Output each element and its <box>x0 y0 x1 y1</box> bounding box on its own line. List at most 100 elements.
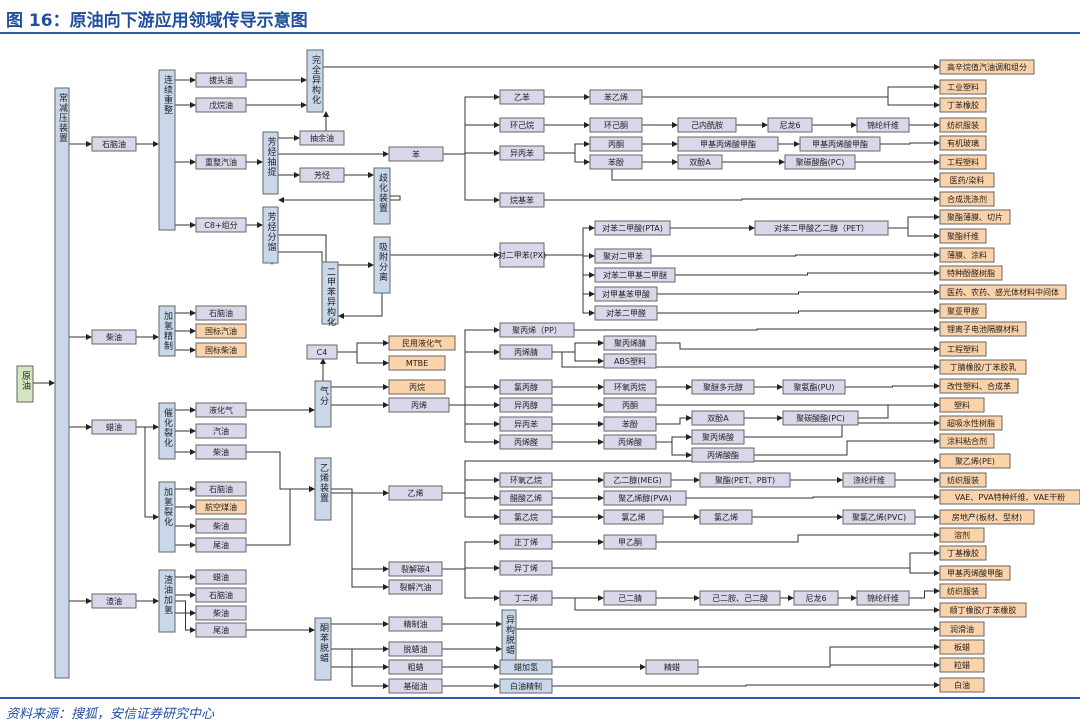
flow-arrow <box>449 384 500 406</box>
node-box <box>603 509 664 525</box>
node-label: 房地产(板材、型材) <box>952 512 1022 522</box>
node-label: 液化气 <box>209 405 233 415</box>
node-yehuaqi: 液化气 <box>195 402 247 418</box>
node-minyong: 民用液化气 <box>388 335 456 351</box>
node-yibingchun: 异丙醇 <box>499 397 553 413</box>
flow-arrow <box>552 340 604 353</box>
node-label: 工程塑料 <box>947 344 979 354</box>
node-box <box>939 602 1027 618</box>
node-huanyangbingwan: 环氧丙烷 <box>603 379 657 395</box>
flow-arrow <box>552 550 940 569</box>
flow-arrow <box>278 234 374 268</box>
product-node: 医药、农药、感光体材料中间体 <box>939 284 1067 300</box>
node-box <box>589 89 643 105</box>
node-label: 氯丙醇 <box>514 382 538 392</box>
node-box <box>784 154 856 170</box>
product-node: 医药/染料 <box>939 172 995 188</box>
node-label: 芳烃分馏 <box>266 211 277 252</box>
node-box <box>939 489 1080 505</box>
node-label: 拔头油 <box>209 75 233 85</box>
node-label: 加氢裂化 <box>162 487 173 527</box>
node-label: 柴油 <box>106 332 122 342</box>
node-label: 环氧乙烷 <box>510 475 542 485</box>
node-label: 精制油 <box>404 619 428 629</box>
node-box <box>939 79 987 95</box>
node-pc: 聚碳酸酯(PC) <box>784 154 856 170</box>
node-label: 己二腈 <box>618 593 642 603</box>
node-label: 丁腈橡胶/丁苯胶乳 <box>950 362 1017 372</box>
product-node: 聚亚甲胺 <box>939 303 987 319</box>
node-dingerxi: 丁二烯 <box>499 590 553 606</box>
node-label: 氯乙烷 <box>514 512 538 522</box>
node-erjiaben: 二甲苯异构化 <box>321 261 339 327</box>
flow-arrow <box>657 308 940 314</box>
node-box <box>594 286 658 302</box>
node-fangtingchouti: 芳烃抽提 <box>262 131 279 195</box>
node-box <box>603 379 657 395</box>
node-qifen: 气分 <box>314 380 332 428</box>
node-box <box>388 616 443 632</box>
flow-arrow <box>656 441 692 458</box>
node-abs: ABS塑料 <box>603 353 657 369</box>
flow-arrow <box>744 420 940 438</box>
node-label: 蜡加氢 <box>514 662 538 672</box>
node-box <box>939 172 995 188</box>
node-box <box>158 402 176 460</box>
flow-arrow <box>552 597 940 613</box>
node-bingwan: 丙烷 <box>388 379 446 395</box>
node-c8: C8+组分 <box>195 217 247 233</box>
flow-arrow <box>686 494 940 500</box>
node-box <box>195 342 247 358</box>
node-label: 聚对二甲苯 <box>603 251 643 261</box>
node-jiaqingliehua: 加氢裂化 <box>158 481 176 553</box>
node-yidingxi: 异丁烯 <box>499 560 553 576</box>
node-label: 异丙苯 <box>510 148 534 158</box>
flow-arrow <box>544 141 590 154</box>
node-box <box>158 481 176 553</box>
node-label: 苯乙烯 <box>604 92 628 102</box>
node-box <box>939 228 987 244</box>
node-label: 环氧丙烷 <box>614 382 646 392</box>
node-yigoutuola: 异构脱蜡 <box>501 609 517 667</box>
node-bingxi: 丙烯 <box>388 397 450 413</box>
node-label: 聚亚甲胺 <box>947 306 979 316</box>
node-px: 对二甲苯(PX) <box>498 242 546 268</box>
node-box <box>939 509 1035 525</box>
node-box <box>939 191 995 207</box>
product-node: 板蜡 <box>939 639 985 655</box>
node-lianxu: 连续重整 <box>158 69 176 231</box>
product-node: 薄膜、涂料 <box>939 247 995 263</box>
node-label: 民用液化气 <box>402 338 442 348</box>
node-label: 聚酯薄膜、切片 <box>947 212 1003 222</box>
node-label: 丙烯酸 <box>618 437 642 447</box>
node-c4: C4 <box>306 344 338 360</box>
node-label: 蜡油 <box>213 572 229 582</box>
product-node: 工业塑料 <box>939 79 987 95</box>
node-bingxisuan: 丙烯酸 <box>603 434 657 450</box>
node-box <box>782 410 859 426</box>
node-nilong6: 尼龙6 <box>767 117 813 133</box>
node-box <box>262 131 279 195</box>
flow-arrow <box>246 451 315 492</box>
product-node: 特种酚醛树脂 <box>939 265 1003 281</box>
node-box <box>699 590 781 606</box>
node-label: 加氢精制 <box>162 311 173 351</box>
flow-arrow <box>443 153 500 203</box>
node-pvc: 聚氯乙烯(PVC) <box>842 509 916 525</box>
node-box <box>767 117 813 133</box>
node-label: 医药/染料 <box>950 175 985 185</box>
node-label: 对甲基苯甲酸 <box>602 289 650 299</box>
node-yixizhuangzhi: 乙烯装置 <box>314 457 332 521</box>
node-box <box>939 359 1027 375</box>
node-box <box>314 380 332 428</box>
node-label: 粒蜡 <box>954 660 970 670</box>
flow-arrow <box>880 140 940 146</box>
node-box <box>939 527 985 543</box>
node-weiyou2: 尾油 <box>195 622 247 638</box>
node-box <box>388 355 446 371</box>
product-node: 房地产(板材、型材) <box>939 509 1035 525</box>
node-yiben: 乙苯 <box>499 89 545 105</box>
node-label: 丁二烯 <box>514 593 538 603</box>
flow-arrow <box>656 342 940 352</box>
flow-arrow <box>552 682 940 688</box>
